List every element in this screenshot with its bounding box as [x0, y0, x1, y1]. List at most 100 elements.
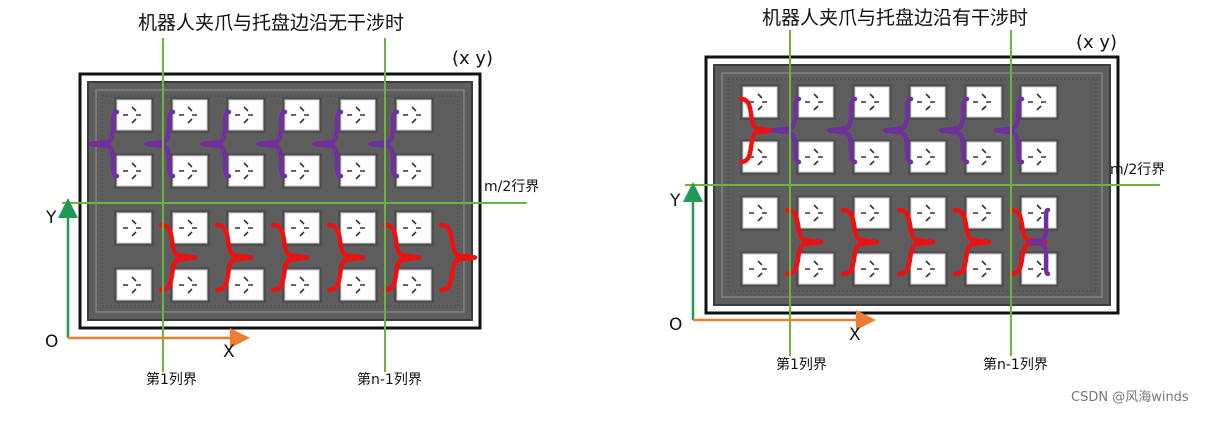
chip-mark — [403, 276, 421, 294]
red-gripper-path — [738, 96, 774, 165]
purple-gripper-path — [882, 96, 914, 165]
chip-cell — [172, 155, 208, 187]
chip-cell — [116, 155, 152, 187]
purple-gripper-path — [88, 109, 120, 179]
chip-cell — [228, 212, 264, 244]
watermark: CSDN @风海winds — [1071, 390, 1189, 405]
chip-mark — [917, 204, 935, 222]
chip-cell — [396, 155, 432, 187]
chip-cell — [798, 253, 834, 285]
chip-mark — [123, 162, 141, 180]
chip-cell — [966, 141, 1002, 173]
chip-cell — [284, 155, 320, 187]
chip-mark — [123, 106, 141, 124]
chip-cell — [1021, 86, 1057, 118]
chip-mark — [235, 276, 253, 294]
chip-cell — [340, 99, 376, 131]
purple-gripper-path — [312, 109, 344, 179]
chip-cell — [340, 212, 376, 244]
chip-mark — [291, 219, 309, 237]
chip-mark — [1028, 260, 1046, 278]
chip-cell — [340, 269, 376, 301]
chip-cell — [854, 86, 890, 118]
chip-mark — [347, 276, 365, 294]
chip-cell — [742, 253, 778, 285]
panel-1-corner-label: (x y) — [452, 48, 494, 69]
tray-dotted-rim — [101, 95, 459, 307]
purple-gripper-path — [938, 96, 970, 165]
chip-cell — [172, 212, 208, 244]
purple-gripper-path — [826, 96, 858, 165]
chip-mark — [347, 106, 365, 124]
chip-cell — [116, 99, 152, 131]
chip-mark — [749, 148, 767, 166]
chip-cell — [228, 155, 264, 187]
panel-1-title: 机器人夹爪与托盘边沿无干涉时 — [138, 12, 405, 34]
red-gripper-path — [382, 222, 422, 293]
panel-1-y-axis-label: Y — [46, 208, 57, 228]
chip-mark — [403, 106, 421, 124]
chip-mark — [973, 260, 991, 278]
chip-mark — [179, 162, 197, 180]
purple-gripper-path — [993, 96, 1025, 165]
purple-gripper-path — [256, 109, 288, 179]
chip-mark — [1028, 148, 1046, 166]
red-gripper-path — [326, 222, 366, 293]
chip-cell — [228, 99, 264, 131]
chip-cell — [172, 99, 208, 131]
panel-1-x-axis-label: X — [223, 342, 235, 362]
chip-mark — [235, 219, 253, 237]
chip-mark — [291, 106, 309, 124]
chip-cell — [910, 197, 946, 229]
tray-inner-rim — [95, 89, 465, 313]
chip-cell — [966, 197, 1002, 229]
panel-1-origin-label: O — [45, 332, 59, 352]
chip-mark — [179, 106, 197, 124]
chip-mark — [973, 148, 991, 166]
chip-mark — [749, 93, 767, 111]
red-gripper-path — [952, 207, 992, 277]
chip-mark — [179, 219, 197, 237]
panel-2-col-boundary-last-label: 第n-1列界 — [983, 357, 1048, 373]
chip-cell — [854, 253, 890, 285]
chip-mark — [805, 260, 823, 278]
chip-mark — [403, 219, 421, 237]
chip-mark — [805, 148, 823, 166]
chip-mark — [235, 106, 253, 124]
chip-mark — [861, 260, 879, 278]
chip-cell — [854, 197, 890, 229]
panel-2-corner-label: (x y) — [1076, 32, 1118, 53]
panel-2-x-axis-label: X — [849, 325, 861, 345]
chip-cell — [116, 212, 152, 244]
chip-mark — [291, 276, 309, 294]
chip-mark — [805, 204, 823, 222]
chip-cell — [966, 253, 1002, 285]
panel-1-col-boundary-first-label: 第1列界 — [146, 372, 197, 388]
chip-cell — [340, 155, 376, 187]
panel-2-origin-label: O — [669, 315, 683, 335]
chip-cell — [854, 141, 890, 173]
chip-mark — [291, 162, 309, 180]
chip-mark — [973, 93, 991, 111]
red-gripper-path — [896, 207, 936, 277]
red-gripper-path — [840, 207, 880, 277]
purple-gripper-path — [1027, 207, 1051, 277]
chip-mark — [403, 162, 421, 180]
chip-mark — [973, 204, 991, 222]
chip-mark — [179, 276, 197, 294]
purple-gripper-path — [368, 109, 400, 179]
panel-no-interference — [58, 38, 527, 372]
chip-mark — [235, 162, 253, 180]
chip-cell — [396, 269, 432, 301]
chip-cell — [172, 269, 208, 301]
chip-cell — [798, 141, 834, 173]
chip-mark — [1028, 93, 1046, 111]
chip-cell — [1021, 141, 1057, 173]
purple-gripper-path — [200, 109, 232, 179]
chip-mark — [749, 204, 767, 222]
chip-cell — [798, 197, 834, 229]
chip-cell — [396, 212, 432, 244]
panel-with-interference — [683, 30, 1160, 356]
